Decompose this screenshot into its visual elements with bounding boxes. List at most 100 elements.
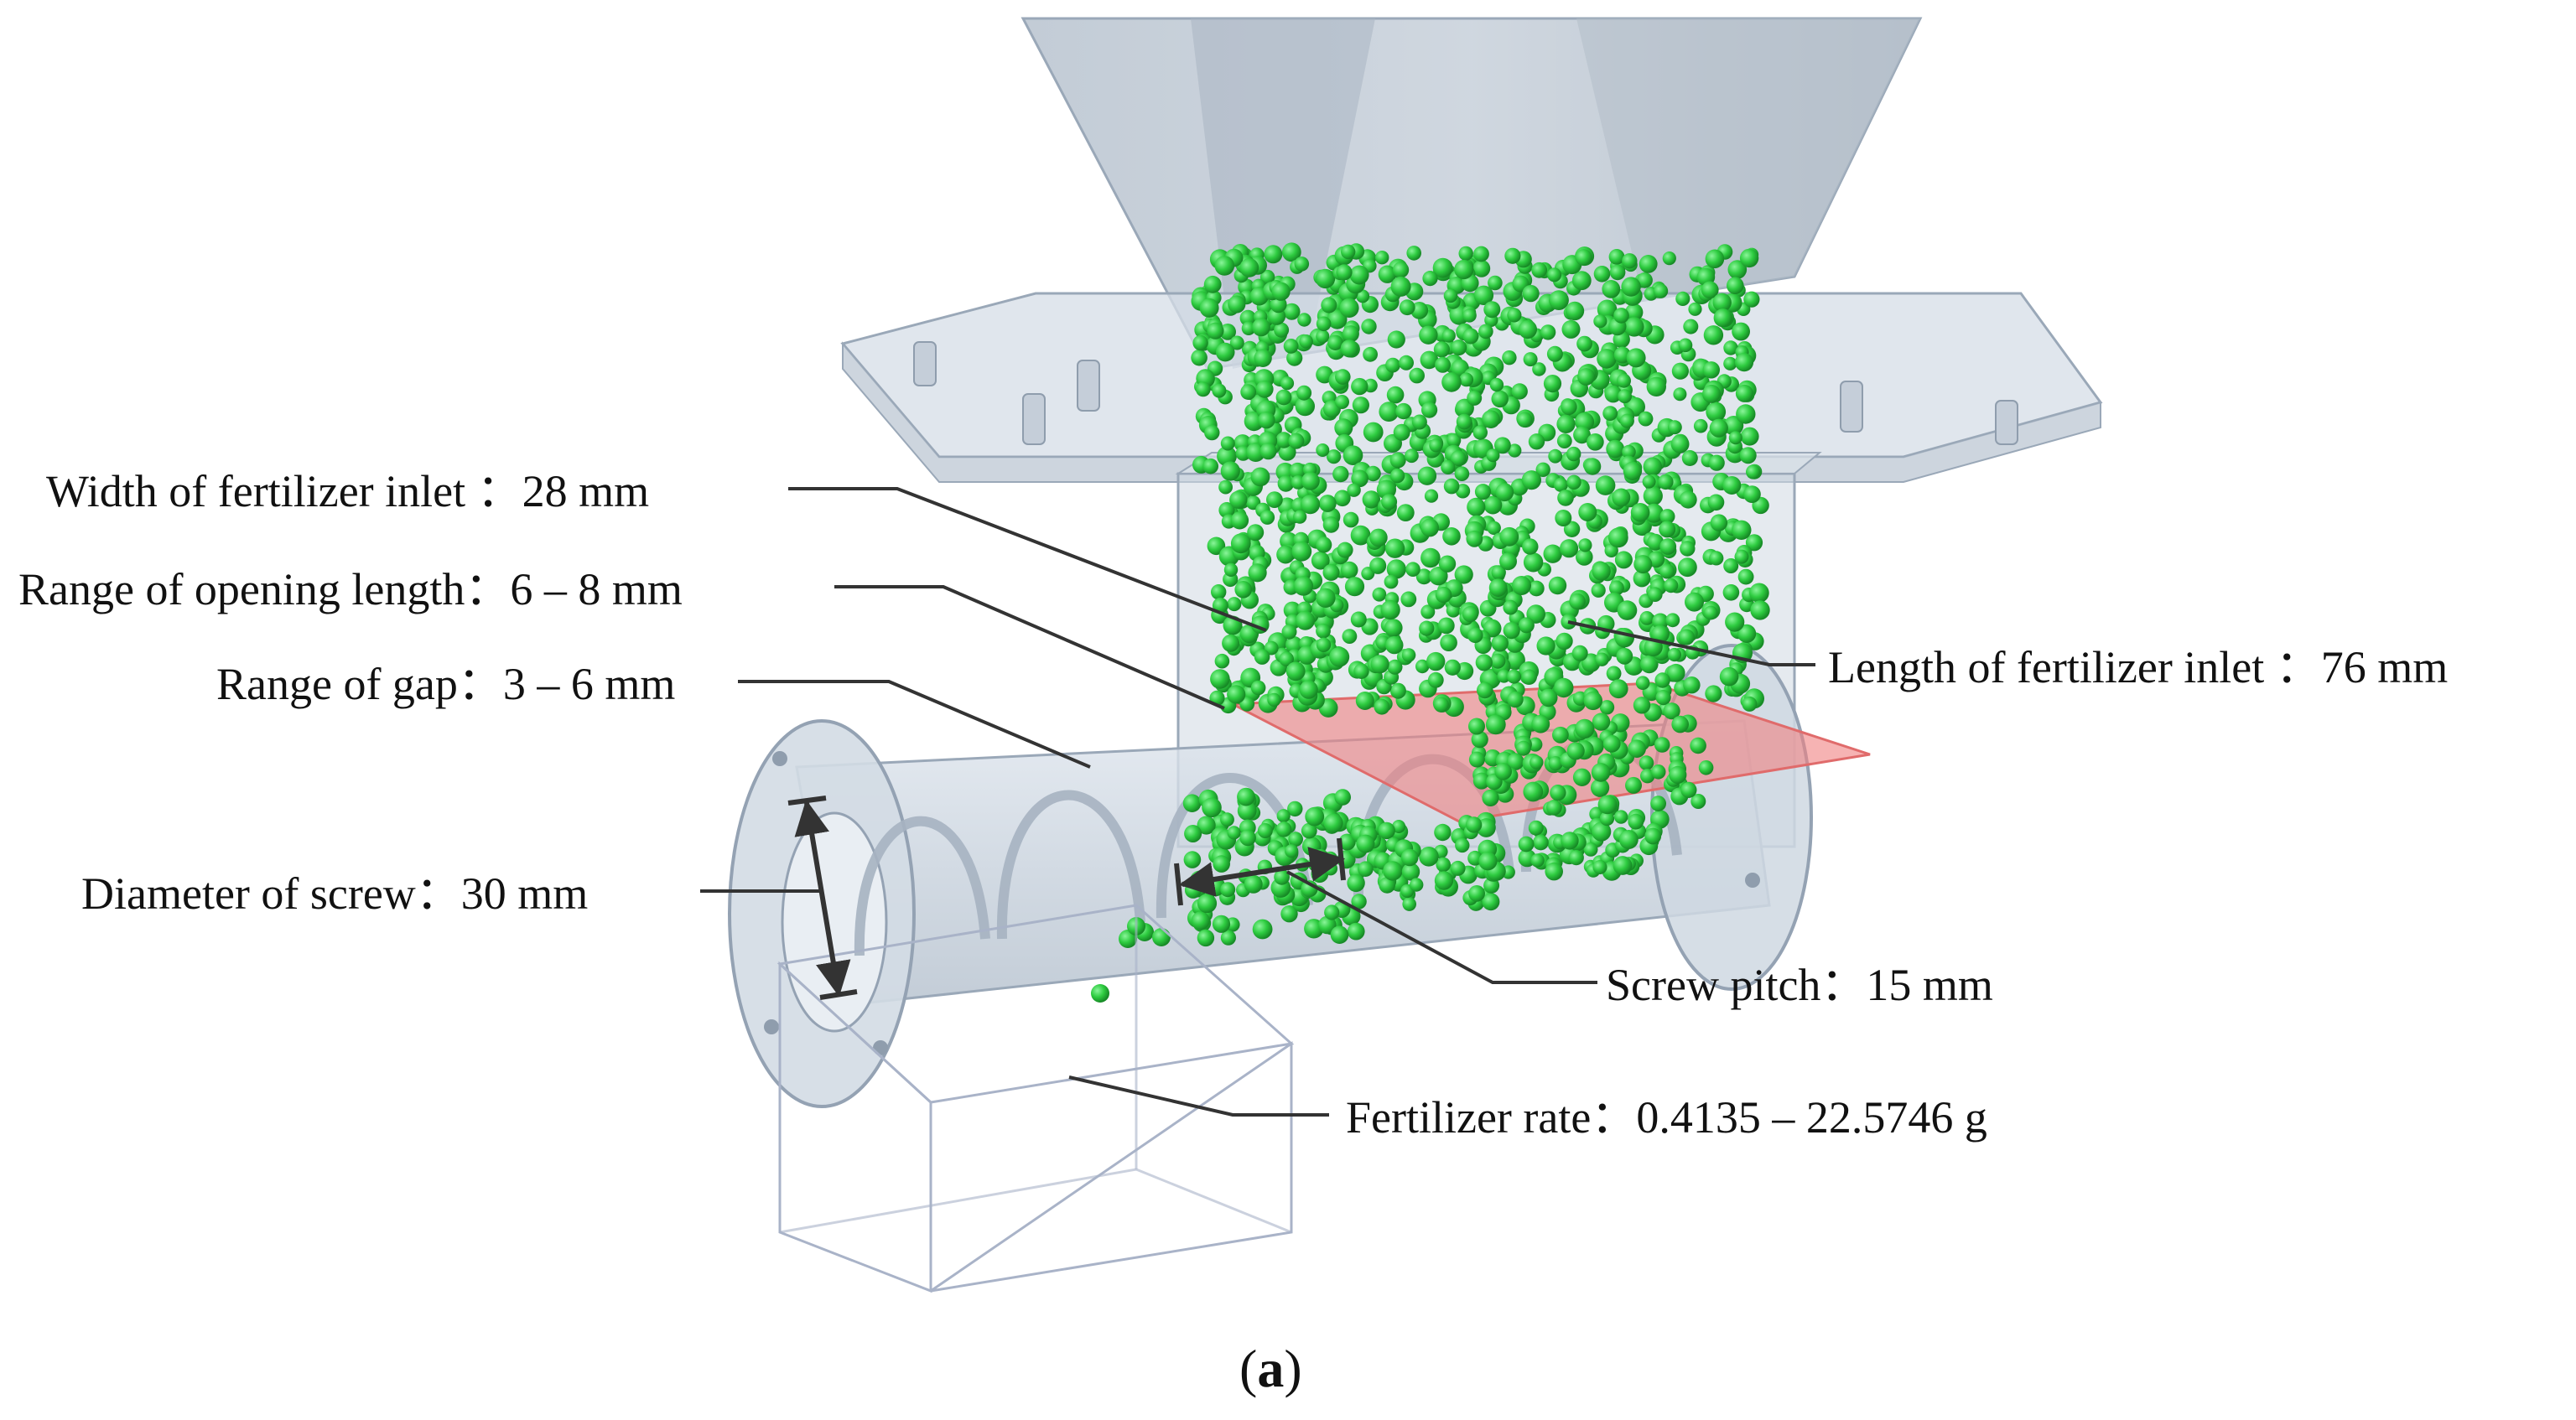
granule bbox=[1389, 682, 1406, 699]
granule bbox=[1680, 781, 1697, 799]
granule bbox=[1281, 242, 1301, 262]
label-opening-length: Range of opening length：6 – 8 mm bbox=[18, 564, 683, 614]
granule bbox=[1285, 844, 1299, 858]
granule bbox=[1616, 647, 1633, 665]
granule bbox=[1614, 810, 1628, 824]
granule bbox=[1323, 813, 1343, 833]
granule bbox=[1552, 726, 1569, 744]
granule bbox=[1349, 265, 1369, 285]
granule bbox=[1679, 490, 1697, 509]
granule bbox=[1640, 655, 1659, 674]
granule bbox=[1602, 280, 1621, 298]
granule bbox=[1522, 284, 1540, 303]
granule bbox=[1495, 483, 1514, 502]
granule bbox=[1365, 465, 1381, 482]
granule bbox=[1595, 475, 1616, 495]
granule bbox=[1275, 432, 1292, 448]
granule bbox=[1350, 611, 1367, 628]
granule bbox=[1690, 794, 1706, 809]
granule bbox=[1383, 861, 1403, 881]
granule bbox=[1491, 565, 1506, 580]
granule bbox=[1583, 842, 1598, 857]
granule bbox=[1497, 669, 1511, 683]
granule bbox=[1663, 702, 1680, 720]
granule bbox=[1670, 434, 1690, 453]
granule bbox=[1619, 413, 1634, 428]
granule bbox=[1566, 742, 1585, 760]
granule bbox=[1335, 395, 1349, 409]
granule bbox=[1283, 303, 1301, 320]
granule bbox=[1528, 737, 1543, 752]
granule bbox=[1489, 377, 1504, 392]
granule bbox=[1192, 334, 1208, 351]
granule bbox=[1639, 611, 1654, 625]
granule bbox=[1293, 510, 1307, 524]
granule bbox=[1239, 258, 1259, 277]
granule bbox=[1693, 418, 1708, 433]
granule bbox=[1467, 627, 1483, 644]
granule bbox=[1644, 827, 1662, 845]
granule bbox=[1468, 751, 1485, 768]
granule bbox=[1338, 833, 1356, 851]
granule bbox=[1466, 530, 1483, 547]
granule bbox=[1669, 765, 1687, 785]
granule bbox=[1386, 559, 1406, 579]
granule bbox=[1432, 257, 1453, 278]
granule bbox=[1229, 490, 1248, 509]
granule bbox=[1587, 433, 1604, 451]
granule bbox=[1204, 424, 1220, 441]
granule bbox=[1490, 653, 1506, 669]
granule bbox=[1385, 357, 1400, 373]
leader-screw-pitch bbox=[1286, 870, 1597, 984]
granule bbox=[1427, 671, 1444, 688]
granule bbox=[1339, 298, 1359, 318]
granule bbox=[1458, 246, 1473, 262]
granule bbox=[1512, 576, 1531, 595]
granule bbox=[1737, 624, 1757, 644]
granule bbox=[1502, 350, 1517, 365]
granule bbox=[1506, 753, 1524, 770]
granule bbox=[1625, 303, 1644, 322]
granule bbox=[1491, 635, 1509, 652]
granule bbox=[1340, 339, 1359, 358]
granule bbox=[1223, 562, 1239, 577]
granule bbox=[1451, 339, 1467, 356]
granule bbox=[1698, 760, 1714, 775]
granule bbox=[1438, 555, 1457, 573]
granule bbox=[1728, 431, 1742, 445]
granule bbox=[1746, 464, 1761, 479]
granule bbox=[1301, 472, 1320, 490]
granule bbox=[1648, 587, 1663, 602]
granule bbox=[1722, 476, 1742, 495]
granule bbox=[1646, 376, 1667, 396]
granule bbox=[1508, 443, 1522, 458]
granule bbox=[1712, 293, 1732, 312]
granule bbox=[1318, 495, 1337, 512]
granule bbox=[1288, 832, 1303, 847]
granule bbox=[1446, 433, 1462, 448]
granule bbox=[1485, 714, 1506, 735]
granule bbox=[1361, 319, 1377, 334]
granule bbox=[1264, 640, 1279, 656]
granule bbox=[1443, 288, 1458, 303]
granule bbox=[1487, 521, 1501, 536]
granule bbox=[1246, 443, 1265, 462]
granule bbox=[1591, 583, 1606, 598]
granule bbox=[1523, 552, 1544, 573]
granule bbox=[1277, 475, 1295, 492]
granule bbox=[1411, 414, 1427, 430]
granule bbox=[1207, 536, 1226, 556]
granule bbox=[1617, 373, 1631, 388]
granule bbox=[1441, 459, 1456, 475]
granule bbox=[1483, 495, 1503, 515]
granule bbox=[1630, 503, 1650, 522]
granule bbox=[1435, 586, 1452, 604]
granule bbox=[1227, 826, 1241, 840]
granule bbox=[1152, 928, 1171, 946]
granule bbox=[1436, 857, 1451, 873]
granule bbox=[1316, 443, 1330, 457]
granule bbox=[1571, 271, 1592, 291]
granule bbox=[1583, 458, 1602, 475]
granule bbox=[1478, 324, 1493, 339]
granule bbox=[1455, 837, 1470, 853]
